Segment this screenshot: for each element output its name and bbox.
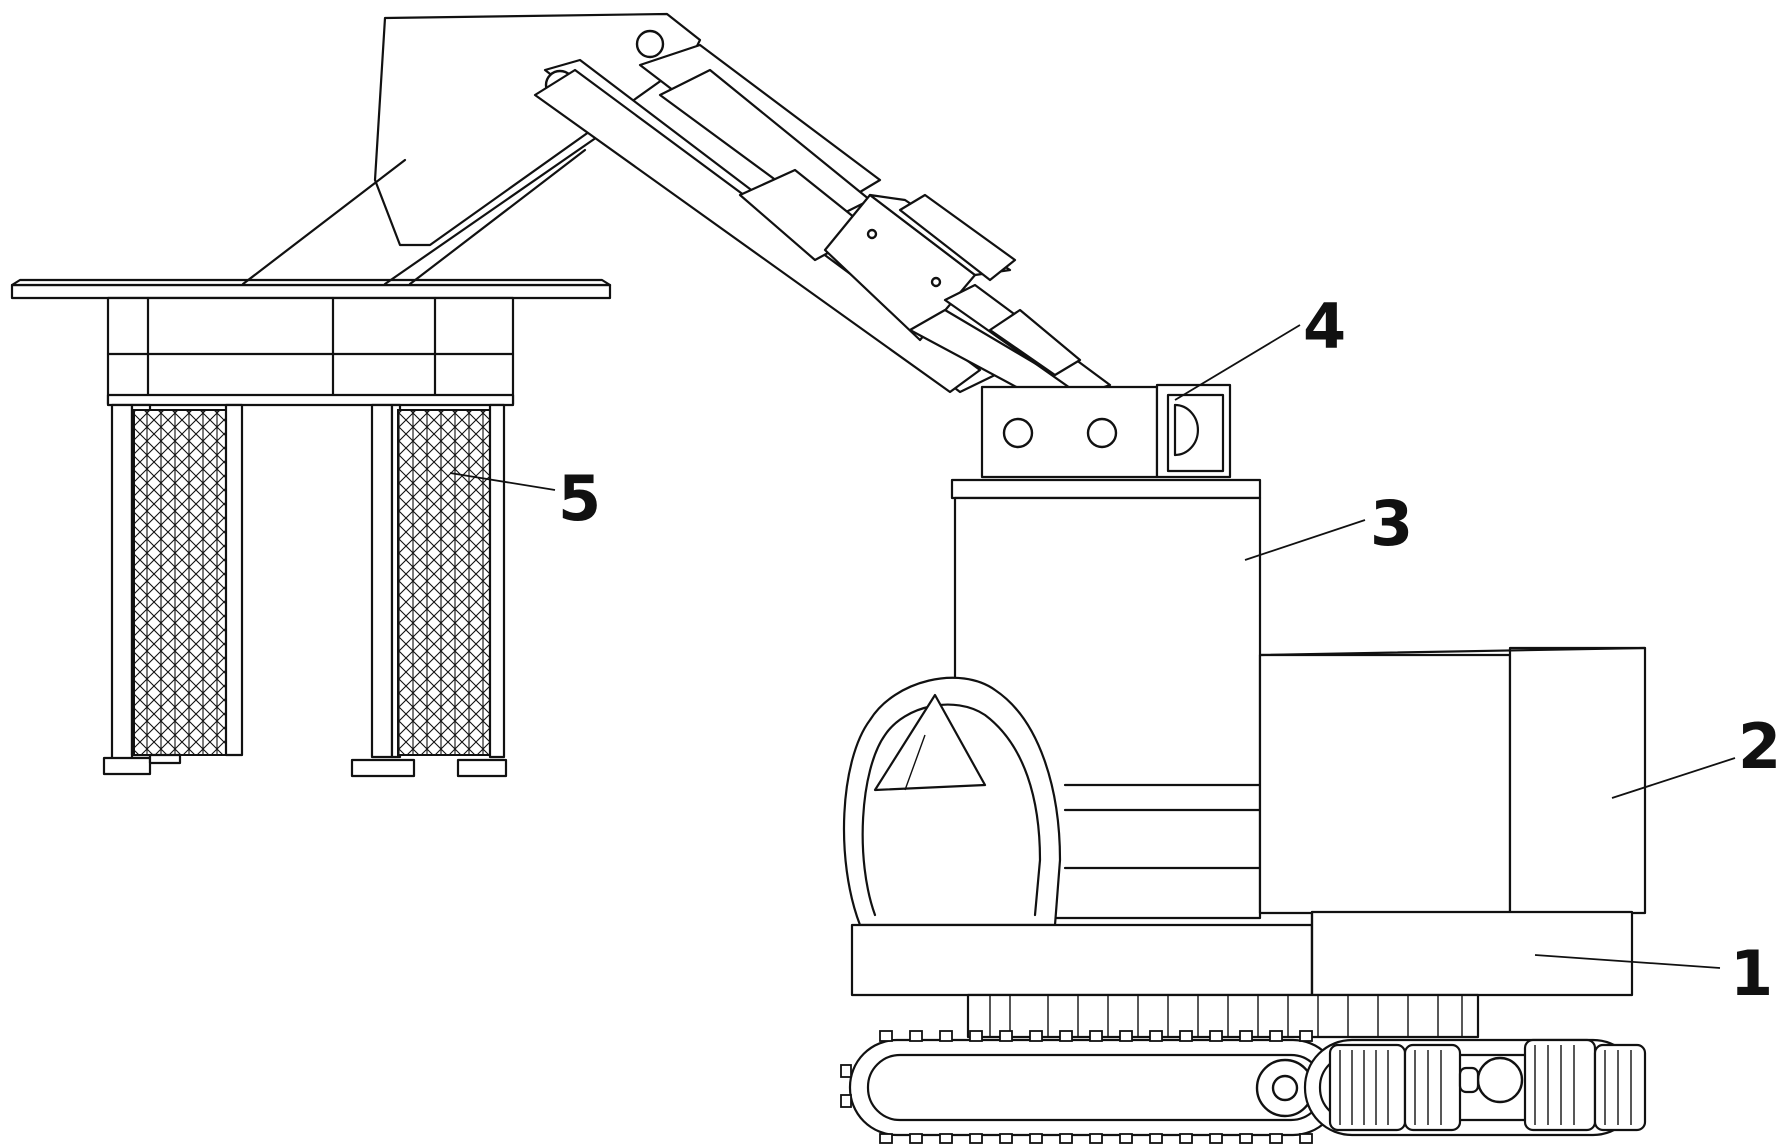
chassis (850, 910, 1634, 997)
callout-1: 1 (1534, 937, 1773, 1010)
callout-label-2: 2 (1738, 710, 1781, 783)
callouts: 1 2 3 4 5 (449, 290, 1781, 1010)
boom-arm (241, 12, 1112, 407)
callout-5: 5 (449, 462, 601, 535)
gripper-assembly (10, 278, 612, 778)
gripper-block (106, 296, 515, 406)
column-top (950, 478, 1262, 500)
left-track (840, 1030, 1342, 1144)
gripper-left-jaw (102, 403, 244, 776)
support-rollers (966, 993, 1480, 1039)
undercarriage (840, 993, 1647, 1144)
gripper-bracket (373, 12, 702, 247)
callout-label-1: 1 (1730, 937, 1773, 1010)
engine-housing (1258, 646, 1647, 915)
callout-label-4: 4 (1303, 290, 1346, 363)
callout-4: 4 (1174, 290, 1346, 401)
gripper-top-plate (10, 283, 612, 300)
turret-mount (980, 383, 1232, 479)
callout-2: 2 (1611, 710, 1781, 799)
operator-cab (842, 676, 1062, 927)
callout-label-5: 5 (558, 462, 601, 535)
cab-window (873, 693, 987, 792)
sprocket-wheels (1303, 1038, 1647, 1137)
gripper-right-jaw (350, 403, 508, 778)
callout-3: 3 (1244, 487, 1413, 561)
callout-label-3: 3 (1370, 487, 1413, 560)
left-track-teeth (840, 1030, 1313, 1144)
